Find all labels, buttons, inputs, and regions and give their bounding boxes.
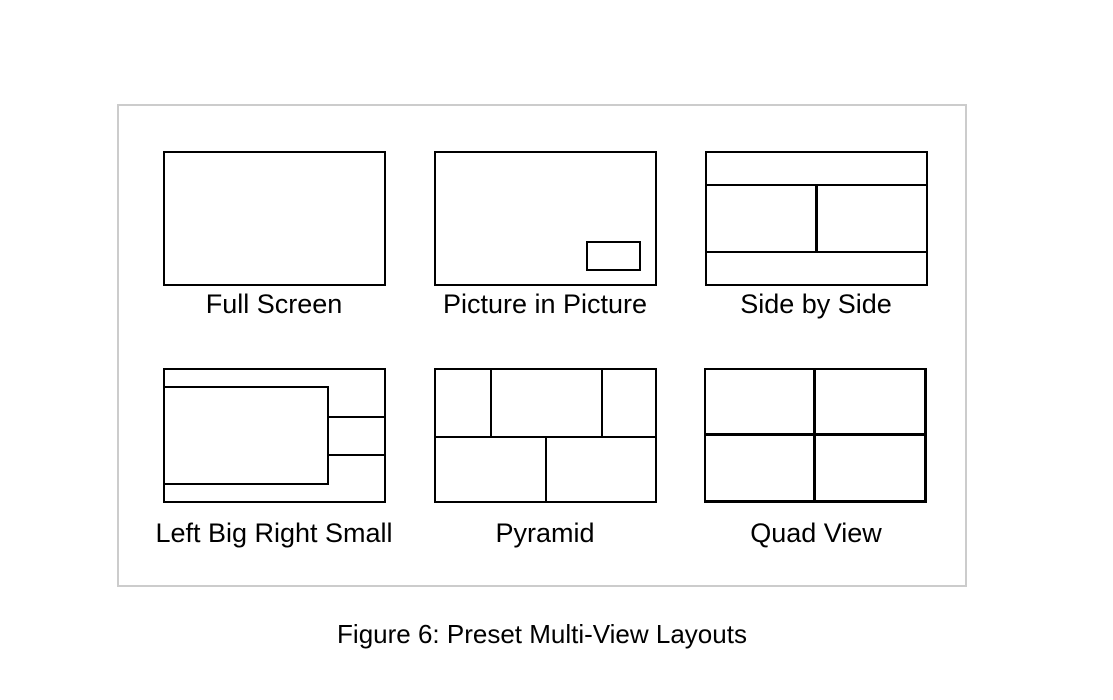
- pyramid-top-left-divider: [490, 370, 492, 436]
- figure-panel: Full Screen Picture in Picture Side by S…: [117, 104, 967, 587]
- layout-preview-pyramid: [434, 368, 657, 503]
- layout-label-full-screen: Full Screen: [205, 289, 343, 319]
- lbrs-right-divider-top: [327, 416, 384, 418]
- pyramid-bottom-divider: [545, 436, 547, 501]
- pyramid-top-right-divider: [601, 370, 603, 436]
- layout-label-quad-view: Quad View: [750, 518, 882, 548]
- lbrs-right-divider-bottom: [327, 454, 384, 456]
- layout-preview-picture-in-picture: [434, 151, 657, 286]
- quad-horizontal-divider: [706, 433, 924, 436]
- layout-preview-left-big-right-small: [163, 368, 386, 503]
- layout-label-pyramid: Pyramid: [495, 518, 595, 548]
- pip-inset-rect: [586, 241, 641, 271]
- lbrs-big-left-rect: [163, 386, 329, 485]
- layout-label-picture-in-picture: Picture in Picture: [442, 289, 648, 319]
- figure-caption: Figure 6: Preset Multi-View Layouts: [337, 619, 747, 649]
- sbs-center-divider: [815, 184, 818, 253]
- layout-label-left-big-right-small: Left Big Right Small: [155, 518, 393, 548]
- layout-preview-full-screen: [163, 151, 386, 286]
- layout-preview-side-by-side: [705, 151, 928, 286]
- layout-label-side-by-side: Side by Side: [740, 289, 892, 319]
- layout-preview-quad-view: [704, 368, 927, 503]
